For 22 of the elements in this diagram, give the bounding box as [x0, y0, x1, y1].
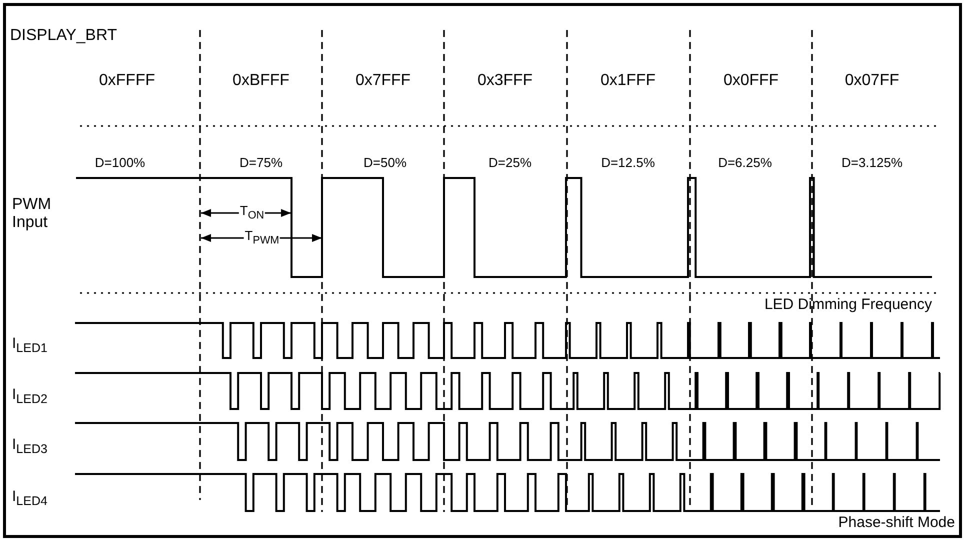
register-value: 0x3FFF — [477, 72, 533, 90]
duty-cycle-label: D=6.25% — [718, 156, 772, 170]
note-text: Phase-shift Mode — [838, 515, 955, 532]
signal-label: I$_{LED2}$ — [12, 387, 48, 407]
duty-cycle-label: D=100% — [94, 156, 146, 170]
signal-label: PWM Input — [12, 196, 52, 232]
duty-cycle-label: D=50% — [364, 156, 406, 170]
signal-label: I$_{LED1}$ — [12, 336, 48, 356]
register-value: 0x0FFF — [723, 72, 779, 90]
duty-cycle-label: D=12.5% — [601, 156, 655, 170]
register-value: 0xFFFF — [99, 72, 155, 90]
register-value: 0x07FF — [844, 72, 900, 90]
signal-name: DISPLAY_BRT — [10, 27, 118, 45]
register-value: 0x7FFF — [355, 72, 411, 90]
note-text: LED Dimming Frequency — [764, 297, 932, 314]
signal-label: I$_{LED3}$ — [12, 437, 48, 457]
signal-label: I$_{LED4}$ — [12, 489, 48, 509]
duty-cycle-label: D=75% — [240, 156, 282, 170]
duty-cycle-label: D=25% — [488, 156, 532, 170]
register-value: 0x1FFF — [600, 72, 656, 90]
duty-cycle-label: D=3.125% — [841, 156, 903, 170]
register-value: 0xBFFF — [232, 72, 290, 90]
